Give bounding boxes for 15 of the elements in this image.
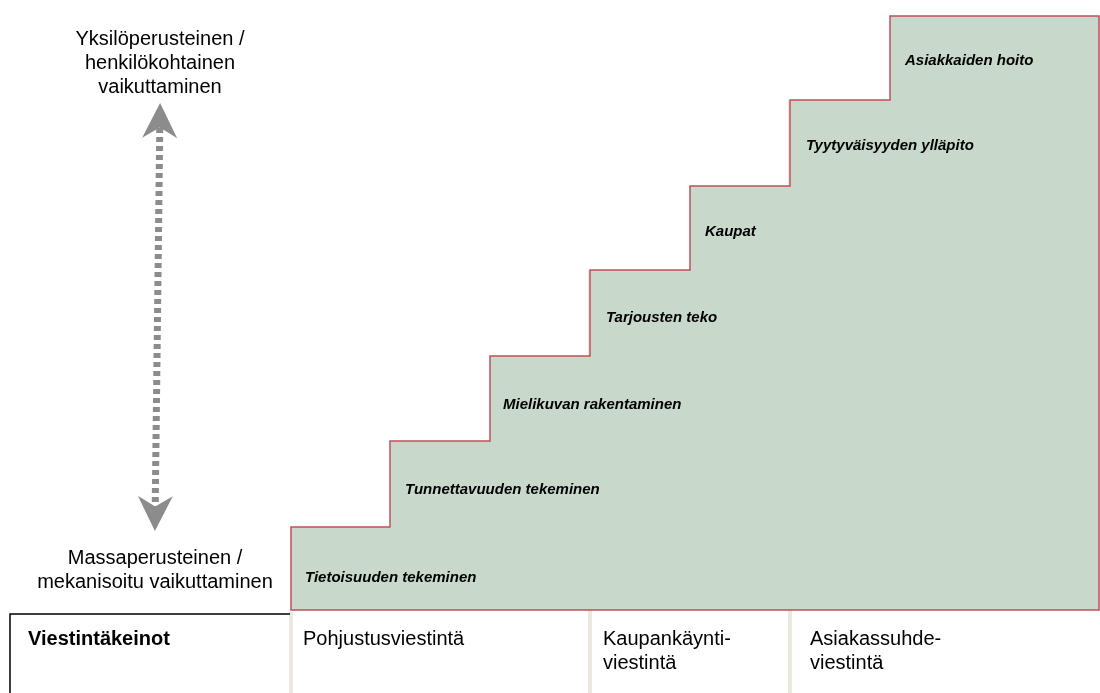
step-label: Asiakkaiden hoito bbox=[905, 51, 1034, 68]
table-cell-text: Viestintäkeinot bbox=[28, 626, 171, 650]
table-cell-text: Pohjustusviestintä bbox=[303, 626, 466, 650]
step-label: Kaupat bbox=[705, 222, 756, 239]
step-label: Tarjousten teko bbox=[606, 308, 718, 325]
double-arrow bbox=[137, 103, 178, 531]
axis-label: Yksilöperusteinen / henkilökohtainen vaikuttaminen bbox=[74, 26, 246, 98]
staircase-shape bbox=[290, 15, 1100, 612]
step-label: Tietoisuuden tekeminen bbox=[305, 568, 477, 585]
step-label: Tyytyväisyyden ylläpito bbox=[806, 136, 974, 153]
table-cell-text: Asiakassuhde- viestintä bbox=[810, 626, 943, 674]
step-label: Tunnettavuuden tekeminen bbox=[405, 480, 600, 497]
table-cell-text: Kaupankäynti- viestintä bbox=[603, 626, 732, 674]
axis-label: Massaperusteinen / mekanisoitu vaikuttaminen bbox=[36, 545, 274, 593]
step-label: Mielikuvan rakentaminen bbox=[503, 395, 682, 412]
